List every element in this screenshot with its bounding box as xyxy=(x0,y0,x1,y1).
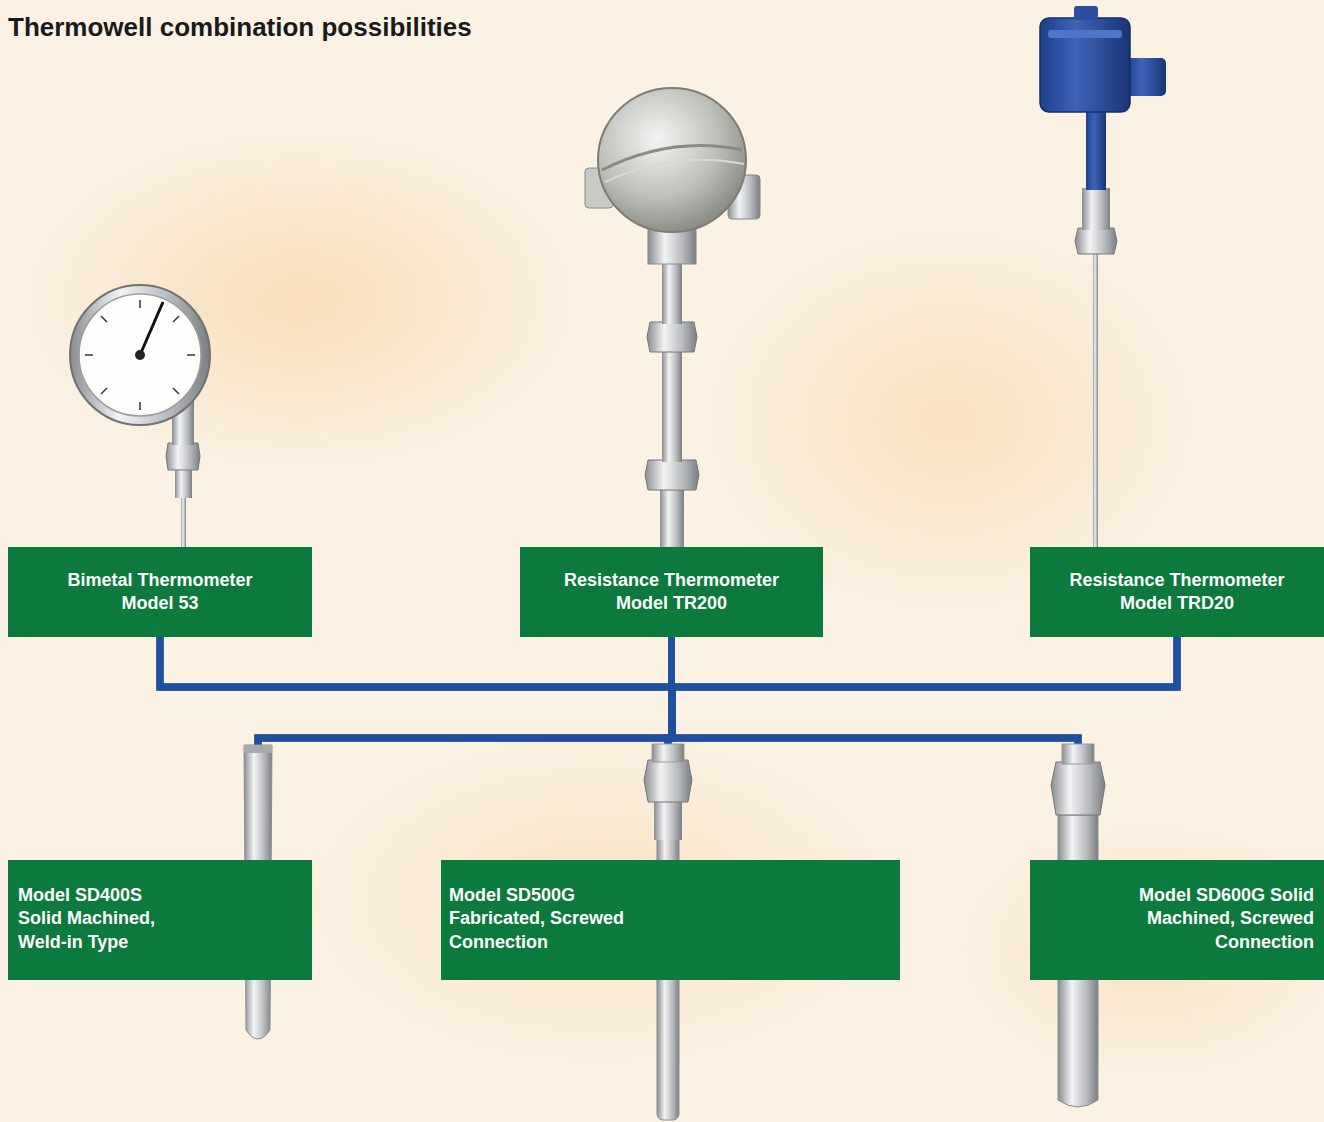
illustration-part xyxy=(85,300,195,410)
illustration-part xyxy=(1126,58,1166,96)
label-box: Model SD500G Fabricated, Screwed Connect… xyxy=(441,860,900,980)
illustration-part xyxy=(1051,762,1105,815)
illustration-part xyxy=(644,760,692,802)
bimetal-thermometer-picture xyxy=(70,285,210,550)
box-label: Bimetal Thermometer Model 53 xyxy=(44,569,276,616)
illustration-part xyxy=(652,744,684,762)
label-box: Model SD400S Solid Machined, Weld-in Typ… xyxy=(8,860,312,980)
illustration-part xyxy=(166,443,200,470)
connector-line xyxy=(672,637,1177,860)
connector-line xyxy=(160,637,672,860)
illustration-part xyxy=(85,354,93,356)
illustration-part xyxy=(1040,18,1130,112)
illustration-part xyxy=(602,146,742,171)
illustration-part xyxy=(173,388,179,394)
resistance-thermometer-trd20-picture xyxy=(1040,6,1166,548)
illustration-part xyxy=(139,300,141,308)
illustration-part xyxy=(244,745,272,753)
label-box: Model SD600G Solid Machined, Screwed Con… xyxy=(1030,860,1324,980)
illustration-part xyxy=(1062,744,1094,764)
box-label: Model SD400S Solid Machined, Weld-in Typ… xyxy=(18,884,168,954)
illustration-part xyxy=(598,88,746,232)
illustration-part xyxy=(181,495,186,550)
illustration-part xyxy=(101,388,107,394)
illustration-part xyxy=(135,350,145,360)
illustration-part xyxy=(79,294,201,416)
connector-line xyxy=(258,637,1177,860)
connector-line xyxy=(160,637,672,860)
illustration-part xyxy=(1086,108,1106,190)
illustration-part xyxy=(1082,188,1110,230)
label-box: Bimetal Thermometer Model 53 xyxy=(8,547,312,637)
illustration-part xyxy=(187,354,195,356)
illustration-part xyxy=(175,468,192,498)
connector-line xyxy=(160,637,1078,860)
illustration-part xyxy=(645,460,699,490)
connector-line xyxy=(258,637,672,860)
illustration-part xyxy=(1048,30,1122,38)
box-label: Resistance Thermometer Model TRD20 xyxy=(1052,569,1302,616)
illustration-part xyxy=(647,322,697,352)
box-label: Resistance Thermometer Model TR200 xyxy=(547,569,797,616)
label-box: Resistance Thermometer Model TR200 xyxy=(520,547,823,637)
illustration-part xyxy=(1074,6,1098,20)
connector-line xyxy=(668,637,1177,860)
illustration-part xyxy=(605,160,744,182)
connector-line xyxy=(672,637,1079,860)
illustration-part xyxy=(101,316,107,322)
illustration-part xyxy=(1093,252,1098,548)
illustration-part xyxy=(70,285,210,425)
box-label: Model SD600G Solid Machined, Screwed Con… xyxy=(1114,884,1314,954)
label-box: Resistance Thermometer Model TRD20 xyxy=(1030,547,1324,637)
illustration-part xyxy=(140,302,163,355)
box-label: Model SD500G Fabricated, Screwed Connect… xyxy=(449,884,649,954)
illustration-part xyxy=(1075,228,1117,254)
resistance-thermometer-tr200-picture xyxy=(585,88,760,548)
diagram-title: Thermowell combination possibilities xyxy=(8,12,472,43)
illustration-part xyxy=(662,262,682,324)
illustration-part xyxy=(139,402,141,410)
illustration-part xyxy=(660,488,684,548)
illustration-part xyxy=(173,316,179,322)
illustration-part xyxy=(654,800,682,840)
illustration-part xyxy=(662,350,682,462)
